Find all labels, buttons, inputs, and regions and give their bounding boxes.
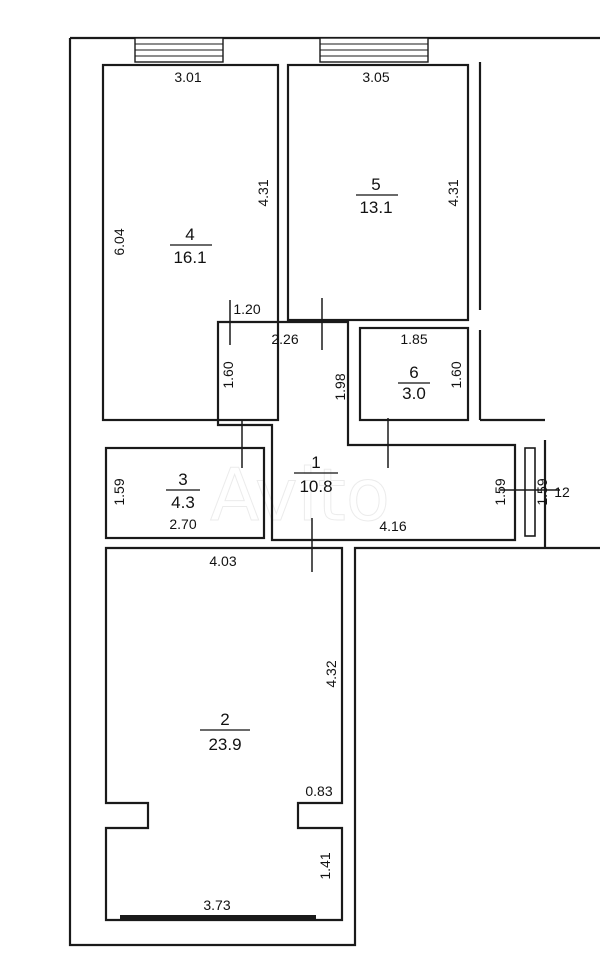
window-room-5 xyxy=(319,37,429,63)
room-5-outline xyxy=(286,63,470,322)
dimension-label: 4.03 xyxy=(209,553,236,569)
dimension-label: 3.01 xyxy=(174,69,201,85)
dimension-label: 4.31 xyxy=(445,179,461,206)
right-exterior-wall xyxy=(478,62,547,548)
room-number: 1 xyxy=(311,453,320,472)
room-4-outline xyxy=(101,63,280,422)
room-1-outline xyxy=(216,320,517,542)
dimension-label: 1.85 xyxy=(400,331,427,347)
dimension-label: 1.59 xyxy=(534,478,550,505)
dimension-label: 4.31 xyxy=(255,179,271,206)
room-area: 10.8 xyxy=(299,477,332,496)
room-2-outline xyxy=(104,546,344,922)
dimension-label: 1.41 xyxy=(317,852,333,879)
window-room-2 xyxy=(120,915,316,921)
dimension-label: 4.16 xyxy=(379,518,406,534)
dimension-label: 2.70 xyxy=(169,516,196,532)
dimension-label: 1.59 xyxy=(492,478,508,505)
dimension-label: 1.60 xyxy=(220,361,236,388)
room-area: 3.0 xyxy=(402,384,426,403)
dimension-label: 1.60 xyxy=(448,361,464,388)
dimension-label: 1.20 xyxy=(233,301,260,317)
room-area: 4.3 xyxy=(171,493,195,512)
room-1-label: 1 10.8 xyxy=(294,453,338,496)
entrance-opening xyxy=(524,447,536,537)
dimension-label: 1.98 xyxy=(332,373,348,400)
room-6-outline xyxy=(358,326,470,422)
dimension-label: 12 xyxy=(554,484,570,500)
watermark-text: Avito xyxy=(210,453,390,537)
dimension-label: 1.59 xyxy=(111,478,127,505)
dimension-label: 3.05 xyxy=(362,69,389,85)
room-5-label: 5 13.1 xyxy=(356,175,398,217)
dimension-label: 6.04 xyxy=(111,228,127,255)
room-number: 4 xyxy=(185,225,194,244)
room-area: 23.9 xyxy=(208,735,241,754)
room-number: 2 xyxy=(220,710,229,729)
room-3-label: 3 4.3 xyxy=(166,470,200,512)
room-area: 16.1 xyxy=(173,248,206,267)
room-area: 13.1 xyxy=(359,198,392,217)
room-6-label: 6 3.0 xyxy=(398,363,430,403)
dimension-label: 2.26 xyxy=(271,331,298,347)
window-room-4 xyxy=(134,37,224,63)
dimension-label: 3.73 xyxy=(203,897,230,913)
room-3-outline xyxy=(104,446,266,540)
dimension-label: 0.83 xyxy=(305,783,332,799)
dimension-label: 4.32 xyxy=(323,660,339,687)
room-number: 6 xyxy=(409,363,418,382)
room-2-label: 2 23.9 xyxy=(200,710,250,754)
room-number: 5 xyxy=(371,175,380,194)
room-number: 3 xyxy=(178,470,187,489)
room-4-label: 4 16.1 xyxy=(170,225,212,267)
